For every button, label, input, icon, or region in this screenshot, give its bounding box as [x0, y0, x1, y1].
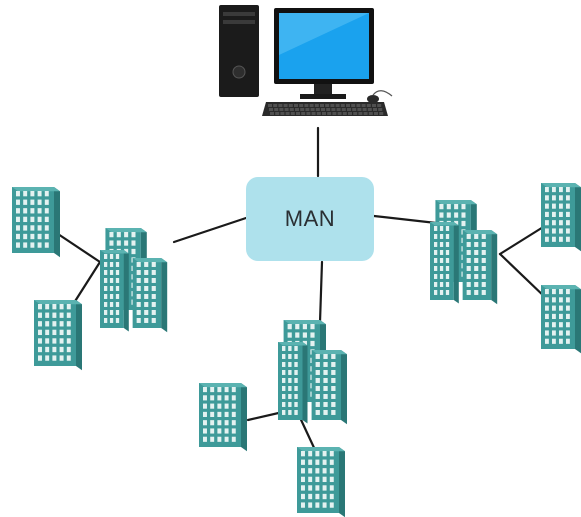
office-building-icon: [430, 200, 498, 305]
link-east-hub-to-building-a: [498, 222, 550, 256]
office-building-icon: [199, 383, 247, 452]
power-button: [232, 65, 246, 79]
office-building-icon: [297, 447, 345, 517]
office-building-icon: [541, 183, 581, 252]
office-building-icon: [100, 228, 168, 333]
mouse: [367, 95, 379, 103]
link-east-hub-to-building-b: [498, 252, 550, 302]
monitor-stand: [314, 84, 332, 94]
office-building-icon: [34, 300, 82, 371]
office-building-icon: [12, 187, 60, 258]
tower-case: [219, 5, 259, 97]
office-building-icon: [278, 320, 347, 425]
link-west-hub-to-building-b: [70, 260, 102, 308]
link-man-to-west-cluster: [172, 216, 248, 244]
buildings-layer: [12, 183, 581, 517]
computer-icon: [219, 5, 393, 116]
man-hub-box: [246, 177, 374, 261]
link-man-to-south-cluster: [318, 260, 324, 324]
office-building-icon: [541, 285, 581, 354]
